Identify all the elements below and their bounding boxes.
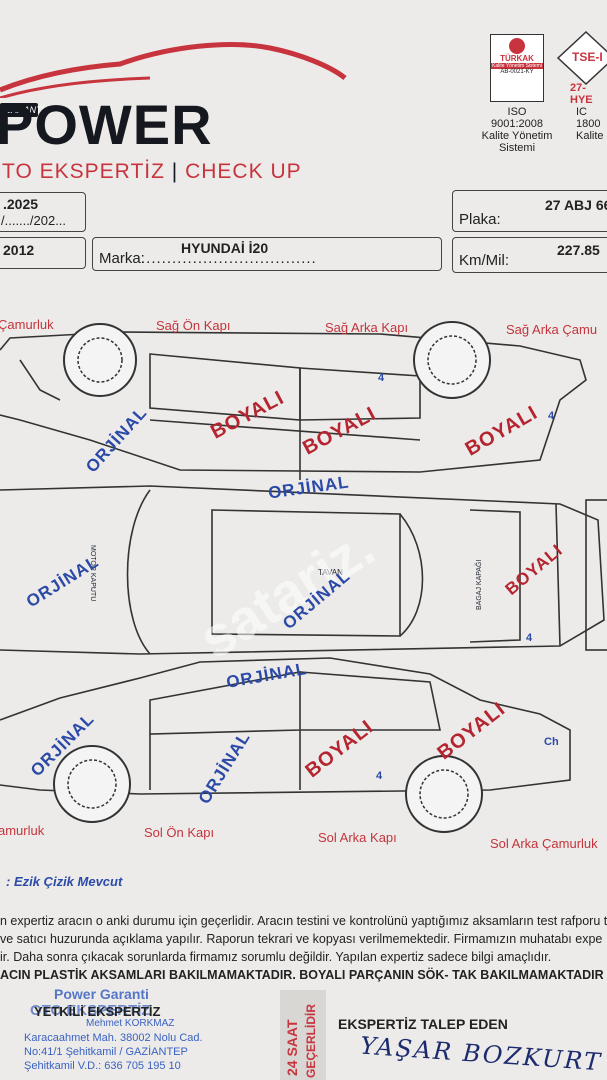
marka-box: Marka: .................................… (92, 237, 442, 271)
right-side-wheels (63, 321, 491, 399)
disclaimer-line-4: ACIN PLASTİK AKSAMLARI BAKILMAMAKTADIR. … (0, 968, 604, 982)
brand-logo-text: POWER (0, 93, 213, 156)
turkak-title: TÜRKAK (500, 54, 534, 63)
iso2-line2: 1800 (576, 118, 601, 130)
tagline-left: TO EKSPERTİZ (2, 160, 165, 183)
label-sol-arka-camurluk: Sol Arka Çamurluk (490, 836, 598, 851)
mark-4-sag-arka-kapi: 4 (378, 372, 385, 384)
iso1-line2: 9001:2008 (491, 118, 543, 130)
front-left-wheel-icon (53, 745, 131, 823)
rear-right-wheel-icon (413, 321, 491, 399)
tagline-separator: | (171, 160, 179, 183)
label-sol-on-camurluk: amurluk (0, 823, 45, 838)
tse-diamond-icon (556, 30, 607, 86)
turkak-code: AB-0021-KY (500, 69, 534, 75)
iso-9001-caption: ISO 9001:2008 Kalite Yönetim Sistemi (470, 106, 564, 154)
km-box: Km/Mil: 227.85 (452, 237, 607, 273)
year-box: 2012 (0, 237, 86, 269)
disclaimer-line-2: ve satıcı huzurunda açıklama yapılır. Ra… (0, 932, 603, 946)
tse-label: TSE-I (572, 50, 603, 64)
km-value: 227.85 (557, 242, 600, 258)
left-side-wheels (53, 745, 483, 833)
turkak-emblem-icon (509, 38, 525, 54)
stamp-oto-ekspertiz: OTO EKSPERTİZ (30, 1002, 151, 1019)
rear-left-wheel-icon (405, 755, 483, 833)
tse-code: 27-HYE (570, 82, 593, 106)
km-label: Km/Mil: (459, 252, 509, 269)
disclaimer-line-1: n expertiz aracın o anki durumu için geç… (0, 914, 607, 928)
mark-4-sol-arka-kapi: 4 (376, 770, 383, 782)
iso2-line3: Kalite (576, 130, 604, 142)
date-value: .2025 (3, 196, 39, 212)
validity-24-saat: 24 SAAT (284, 1019, 300, 1076)
mark-ch-sol-arka-camurluk: Ch (544, 736, 559, 748)
top-view-car-outline (0, 485, 607, 655)
plaka-box: Plaka: 27 ABJ 66 (452, 190, 607, 232)
disclaimer-line-3: ir. Daha sonra çıkacak sorunlarda firmam… (0, 950, 552, 964)
label-sag-arka-camurluk: Sağ Arka Çamu (506, 322, 598, 337)
year-value: 2012 (3, 242, 35, 258)
label-sol-on-kapi: Sol Ön Kapı (144, 825, 215, 840)
marka-dots: .................................. (141, 250, 317, 267)
mark-4-sag-arka-camurluk: 4 (548, 410, 555, 422)
iso2-line1: IC (576, 106, 587, 118)
stamp-address-2: No:41/1 Şehitkamil / GAZİANTEP (24, 1046, 188, 1058)
date-blank: /......./202... (1, 213, 67, 228)
iso1-line1: ISO (507, 106, 527, 118)
validity-gecerlidir: GEÇERLİDİR (304, 1003, 318, 1078)
plaka-label: Plaka: (459, 211, 501, 228)
label-bagaj-kapagi: BAGAJ KAPAĞI (476, 559, 483, 610)
label-sag-arka-kapi: Sağ Arka Kapı (325, 320, 409, 335)
stamp-name: Mehmet KORKMAZ (86, 1018, 175, 1029)
note-ezik-cizik: : Ezik Çizik Mevcut (6, 874, 123, 889)
label-sag-on-camurluk: Çamurluk (0, 317, 54, 332)
iso-18001-caption: IC 1800 Kalite (576, 106, 607, 142)
date-box: .2025 /......./202... (0, 192, 86, 232)
left-side-car-outline (0, 657, 571, 795)
label-sol-arka-kapi: Sol Arka Kapı (318, 830, 397, 845)
ekspertiz-talep-eden: EKSPERTİZ TALEP EDEN (338, 1016, 508, 1032)
right-side-car-outline (0, 331, 587, 480)
garanti-badge: GARANTİ (0, 103, 45, 117)
car-silhouette-logo-icon (0, 42, 347, 98)
label-sag-on-kapi: Sağ Ön Kapı (156, 318, 231, 333)
iso1-line4: Sistemi (498, 142, 536, 154)
customer-signature: YAŞAR BOZKURT (359, 1031, 603, 1077)
stamp-address-1: Karacaahmet Mah. 38002 Nolu Cad. (24, 1032, 203, 1044)
label-tavan: TAVAN (318, 568, 343, 577)
yetkili-ekspertiz: YETKİLİ EKSPERTİZ (34, 1004, 161, 1019)
marka-value: HYUNDAİ İ20 (181, 240, 269, 256)
turkak-small: Kalite Yönetim Sistemi (491, 63, 543, 69)
turkak-badge: TÜRKAK Kalite Yönetim Sistemi AB-0021-KY (490, 34, 544, 102)
marka-label: Marka: (99, 250, 145, 267)
stamp-address-3: Şehitkamil V.D.: 636 705 195 10 (24, 1060, 181, 1072)
tagline-right: CHECK UP (185, 160, 302, 183)
front-right-wheel-icon (63, 323, 137, 397)
validity-band: 24 SAAT GEÇERLİDİR (280, 990, 326, 1080)
mark-4-bagaj: 4 (526, 632, 533, 644)
garanti-text: GARANTİ (4, 105, 45, 115)
car-damage-diagram (0, 321, 607, 833)
iso1-line3: Kalite Yönetim (481, 130, 553, 142)
plaka-value: 27 ABJ 66 (545, 197, 607, 213)
stamp-power-garanti: Power Garanti (54, 986, 149, 1002)
